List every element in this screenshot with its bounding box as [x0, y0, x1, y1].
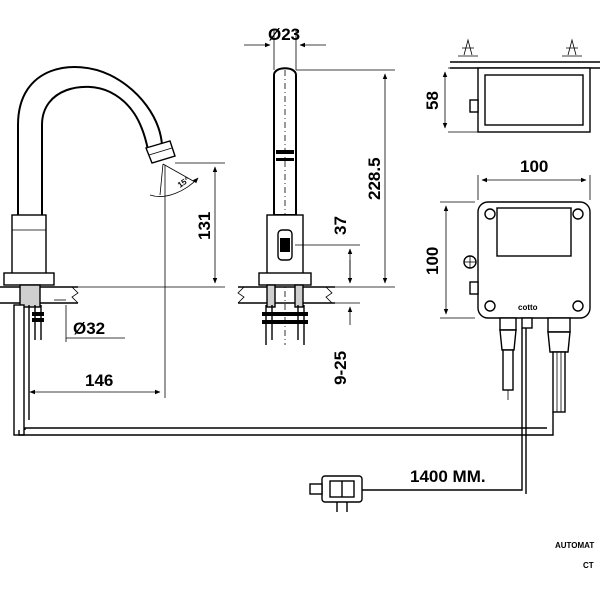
box-width-label: 100 — [520, 157, 548, 176]
control-box-side-view: 58 — [423, 38, 600, 133]
title-line-2: CT — [583, 561, 594, 570]
title-block: AUTOMAT CT — [555, 541, 594, 570]
faucet-base — [3, 272, 55, 286]
power-adapter-icon — [309, 475, 363, 512]
spout-reach-label: 146 — [85, 371, 113, 390]
control-box — [477, 201, 591, 319]
box-height-label: 58 — [423, 91, 442, 110]
base-diameter-label: Ø32 — [73, 319, 105, 338]
control-box-front-view: 100 100 cotto — [423, 157, 591, 413]
outlet-diameter-label: Ø23 — [268, 25, 300, 44]
brand-logo: cotto — [518, 303, 538, 312]
faucet-body — [11, 214, 47, 276]
box-depth-label: 100 — [423, 247, 442, 275]
spout-height-label: 131 — [195, 212, 214, 240]
counter-thickness-label: 9-25 — [331, 351, 350, 385]
total-height-label: 228.5 — [365, 157, 384, 200]
box-panel — [496, 207, 572, 257]
title-line-1: AUTOMAT — [555, 541, 594, 550]
spout-angle-label: 15° — [176, 175, 191, 189]
cable-length-label: 1400 MM. — [410, 467, 486, 486]
faucet-front-view: Ø23 37 228.5 9-25 — [237, 25, 395, 385]
faucet-side-view: 15° 131 146 Ø32 — [0, 65, 225, 436]
gooseneck-spout — [17, 65, 163, 215]
sensor-height-label: 37 — [331, 216, 350, 235]
cables — [18, 328, 554, 494]
